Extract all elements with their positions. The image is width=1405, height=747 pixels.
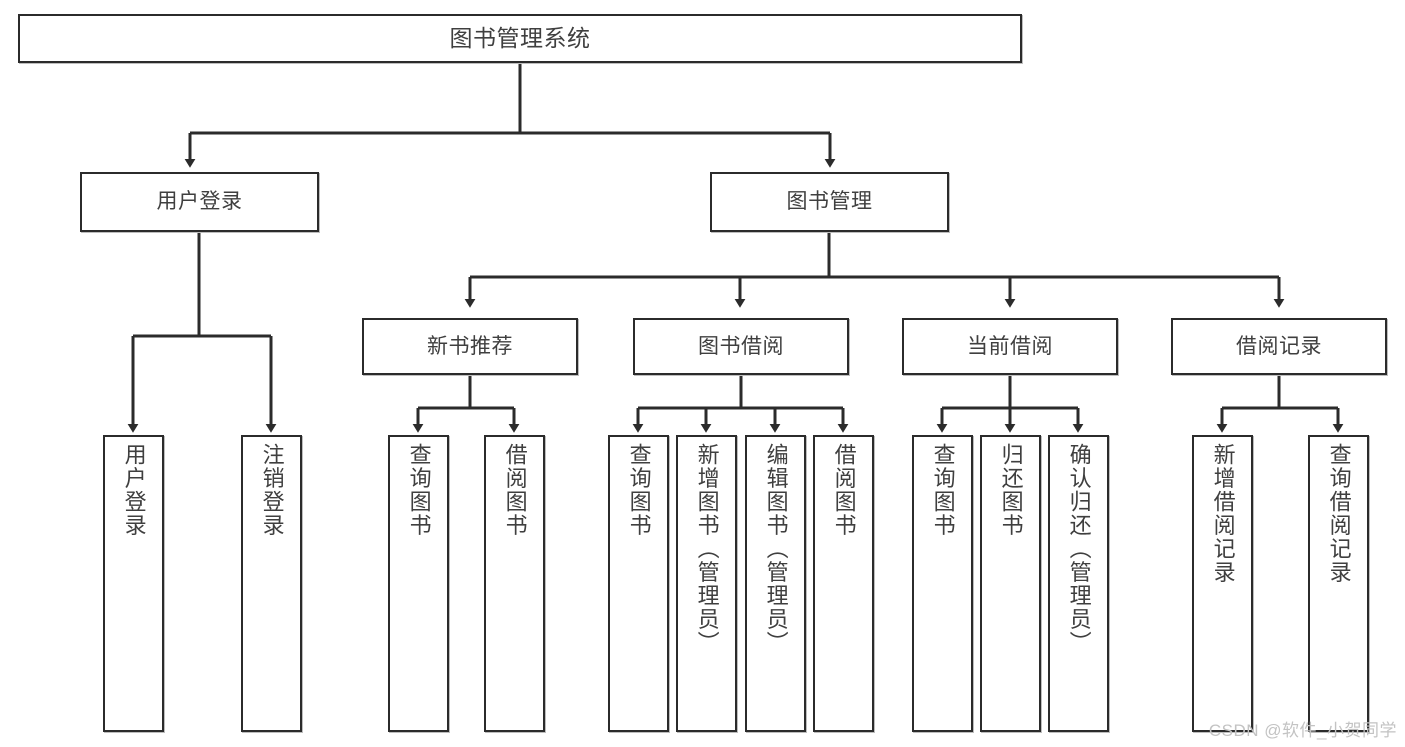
leaf-current-confirm-return-admin[interactable]: 确认归还（管理员） (1048, 435, 1109, 732)
node-label: 当前借阅 (967, 334, 1053, 358)
node-label: 查询图书 (626, 443, 652, 537)
node-label: 查询借阅记录 (1326, 443, 1352, 584)
leaf-borrow-query-book[interactable]: 查询图书 (608, 435, 669, 732)
leaf-borrow-edit-book-admin[interactable]: 编辑图书（管理员） (745, 435, 806, 732)
node-label: 查询图书 (406, 443, 432, 537)
node-label: 注销登录 (259, 443, 285, 537)
leaf-record-add-record[interactable]: 新增借阅记录 (1192, 435, 1253, 732)
leaf-recommend-query-book[interactable]: 查询图书 (388, 435, 449, 732)
node-book-management[interactable]: 图书管理 (710, 172, 949, 232)
node-label: 图书管理系统 (449, 24, 591, 51)
node-label: 借阅图书 (502, 443, 528, 537)
leaf-user-login-login[interactable]: 用户登录 (103, 435, 164, 732)
leaf-current-query-book[interactable]: 查询图书 (912, 435, 973, 732)
node-label: 图书借阅 (698, 334, 784, 358)
node-borrow-record[interactable]: 借阅记录 (1171, 318, 1387, 375)
node-label: 新书推荐 (427, 334, 513, 358)
watermark: CSDN @软件_小贺同学 (1208, 721, 1397, 740)
node-label: 借阅记录 (1236, 334, 1322, 358)
node-label: 新增图书（管理员） (694, 443, 720, 655)
leaf-recommend-borrow-book[interactable]: 借阅图书 (484, 435, 545, 732)
node-label: 编辑图书（管理员） (763, 443, 789, 655)
node-book-borrow[interactable]: 图书借阅 (633, 318, 849, 375)
node-label: 查询图书 (930, 443, 956, 537)
leaf-record-query-record[interactable]: 查询借阅记录 (1308, 435, 1369, 732)
node-label: 图书管理 (786, 190, 873, 214)
leaf-user-login-logout[interactable]: 注销登录 (241, 435, 302, 732)
leaf-borrow-borrow-book[interactable]: 借阅图书 (813, 435, 874, 732)
node-current-borrow[interactable]: 当前借阅 (902, 318, 1118, 375)
node-label: 新增借阅记录 (1210, 443, 1236, 584)
leaf-current-return-book[interactable]: 归还图书 (980, 435, 1041, 732)
node-root-system[interactable]: 图书管理系统 (18, 14, 1022, 63)
node-label: 用户登录 (156, 190, 243, 214)
node-user-login[interactable]: 用户登录 (80, 172, 319, 232)
leaf-borrow-add-book-admin[interactable]: 新增图书（管理员） (676, 435, 737, 732)
node-label: 借阅图书 (831, 443, 857, 537)
node-new-book-recommend[interactable]: 新书推荐 (362, 318, 578, 375)
node-label: 用户登录 (121, 443, 147, 537)
node-label: 确认归还（管理员） (1066, 443, 1092, 655)
node-label: 归还图书 (998, 443, 1024, 537)
